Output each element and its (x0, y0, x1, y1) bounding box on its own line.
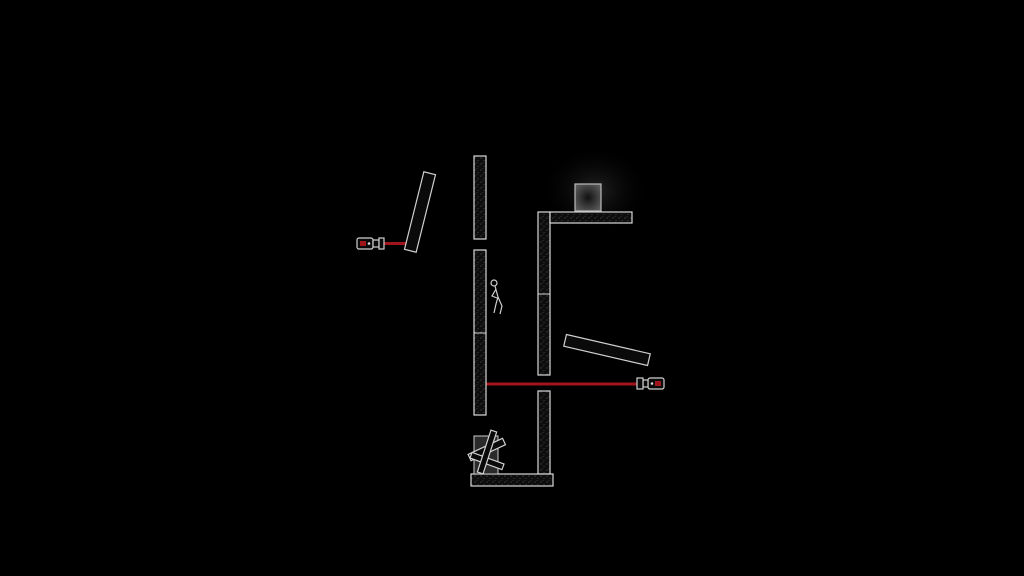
shelf (549, 211, 633, 224)
laser-emitter-left (356, 237, 385, 250)
broken-crate[interactable] (467, 429, 507, 475)
floor (470, 473, 554, 487)
wall-right-lower (537, 390, 551, 475)
wall-left-upper (473, 155, 487, 240)
tilted-plank-left[interactable] (403, 171, 437, 253)
laser-emitter-right (636, 377, 665, 390)
player-character (490, 279, 503, 315)
tilted-plank-right[interactable] (563, 333, 651, 367)
pushable-box[interactable] (574, 183, 602, 212)
